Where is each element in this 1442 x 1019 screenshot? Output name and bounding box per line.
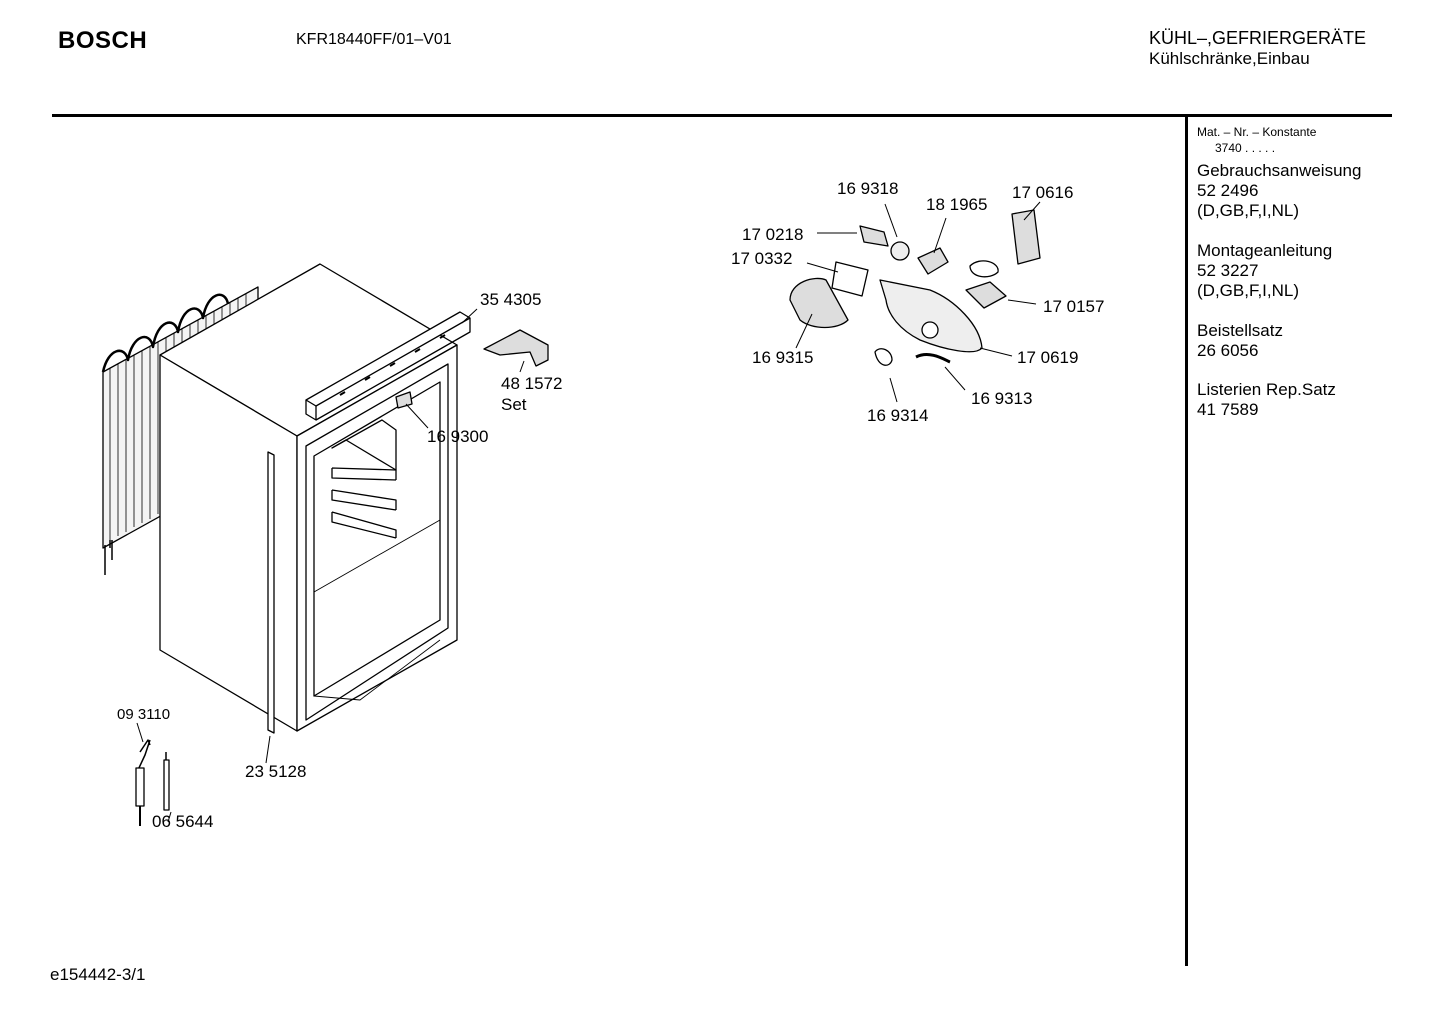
part-set-label: Set: [501, 395, 527, 414]
category-subtitle: Kühlschränke,Einbau: [1149, 49, 1310, 68]
doc-number: 52 3227: [1197, 261, 1259, 280]
part-number-label: 17 0616: [1012, 183, 1073, 202]
part-number-label: 16 9314: [867, 406, 928, 425]
doc-title: Gebrauchsanweisung: [1197, 161, 1362, 180]
part-number-label: 18 1965: [926, 195, 987, 214]
doc-languages: (D,GB,F,I,NL): [1197, 281, 1300, 300]
part-number-label: 17 0218: [742, 225, 803, 244]
sensor-drawing: [135, 739, 170, 826]
doc-title: Listerien Rep.Satz: [1197, 380, 1336, 399]
leader-lines: [136, 201, 1041, 823]
doc-number: 41 7589: [1197, 400, 1259, 419]
doc-title: Montageanleitung: [1197, 241, 1333, 260]
doc-title: Beistellsatz: [1197, 321, 1283, 340]
sidebar-divider: [1185, 117, 1188, 966]
part-number-label: 16 9318: [837, 179, 898, 198]
part-number-label: 16 9300: [427, 427, 488, 446]
model-number: KFR18440FF/01–V01: [296, 31, 452, 48]
part-number-label: 35 4305: [480, 290, 541, 309]
part-number-label: 17 0157: [1043, 297, 1104, 316]
mat-nr-label: Mat. – Nr. – Konstante: [1197, 125, 1317, 139]
part-number-label: 17 0332: [731, 249, 792, 268]
light-housing-drawing: [789, 209, 1041, 366]
part-number-label: 48 1572: [501, 374, 562, 393]
brand-logo: BOSCH: [58, 27, 148, 54]
category-title: KÜHL–,GEFRIERGERÄTE: [1149, 28, 1367, 48]
part-number-label: 23 5128: [245, 762, 306, 781]
part-number-label: 09 3110: [117, 706, 170, 723]
doc-number: 52 2496: [1197, 181, 1259, 200]
part-number-label: 06 5644: [152, 812, 213, 831]
doc-number: 26 6056: [1197, 341, 1259, 360]
fridge-cabinet-drawing: [159, 263, 471, 734]
bracket-drawing: [483, 329, 549, 367]
header-divider: [52, 114, 1392, 117]
mat-nr-value: 3740 . . . . .: [1215, 141, 1276, 155]
document-id: e154442-3/1: [50, 965, 146, 984]
part-number-label: 17 0619: [1017, 348, 1078, 367]
part-number-label: 16 9315: [752, 348, 813, 367]
part-number-label: 16 9313: [971, 389, 1032, 408]
doc-languages: (D,GB,F,I,NL): [1197, 201, 1300, 220]
